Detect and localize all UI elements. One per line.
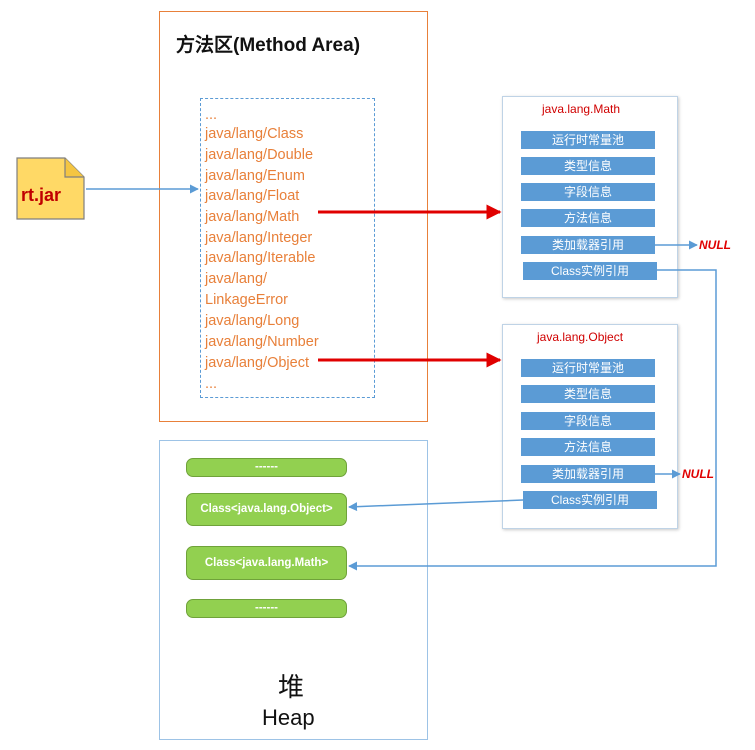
class-entry: java/lang/Long <box>205 313 300 329</box>
class-entry: java/lang/Integer <box>205 230 313 246</box>
file-icon <box>16 157 85 220</box>
math-item-classloader-ref: 类加载器引用 <box>521 236 655 254</box>
class-entry: java/lang/Math <box>205 209 300 225</box>
heap-box <box>159 440 428 740</box>
class-list-box <box>200 98 375 398</box>
class-entry: ... <box>205 376 218 392</box>
object-item-classloader-ref: 类加载器引用 <box>521 465 655 483</box>
class-entry: java/lang/Number <box>205 334 319 350</box>
class-entry: java/lang/Iterable <box>205 250 316 266</box>
object-item-class-instance-ref: Class实例引用 <box>523 491 657 509</box>
math-item-class-instance-ref: Class实例引用 <box>523 262 657 280</box>
heap-item: ------ <box>186 458 347 477</box>
math-instance-ref-arrow <box>348 269 717 571</box>
math-item-field-info: 字段信息 <box>521 183 655 201</box>
method-area-box <box>159 11 428 422</box>
heap-item: ------ <box>186 599 347 618</box>
object-item-method-info: 方法信息 <box>521 438 655 456</box>
object-item-type-info: 类型信息 <box>521 385 655 403</box>
object-box-title: java.lang.Object <box>537 330 624 344</box>
heap-item-math-class: Class<java.lang.Math> <box>186 546 347 580</box>
class-entry: java/lang/Class <box>205 126 304 142</box>
object-instance-ref-arrow <box>348 499 524 512</box>
math-item-type-info: 类型信息 <box>521 157 655 175</box>
jar-label: rt.jar <box>21 185 62 205</box>
math-null-label: NULL <box>699 238 731 252</box>
heap-label-en: Heap <box>262 705 315 730</box>
object-null-label: NULL <box>682 467 714 481</box>
class-entry: java/lang/Float <box>205 188 300 204</box>
method-area-title: 方法区(Method Area) <box>176 35 361 56</box>
heap-label-cn: 堆 <box>278 672 305 702</box>
class-entry: java/lang/Double <box>205 147 314 163</box>
math-item-method-info: 方法信息 <box>521 209 655 227</box>
class-entry: LinkageError <box>205 292 289 308</box>
math-item-constant-pool: 运行时常量池 <box>521 131 655 149</box>
object-item-constant-pool: 运行时常量池 <box>521 359 655 377</box>
class-entry: java/lang/Enum <box>205 168 305 184</box>
heap-item-object-class: Class<java.lang.Object> <box>186 493 347 526</box>
math-box-title: java.lang.Math <box>542 102 621 116</box>
class-entry: java/lang/Object <box>205 355 309 371</box>
class-entry: java/lang/ <box>205 271 268 287</box>
object-item-field-info: 字段信息 <box>521 412 655 430</box>
class-entry: ... <box>205 107 218 123</box>
